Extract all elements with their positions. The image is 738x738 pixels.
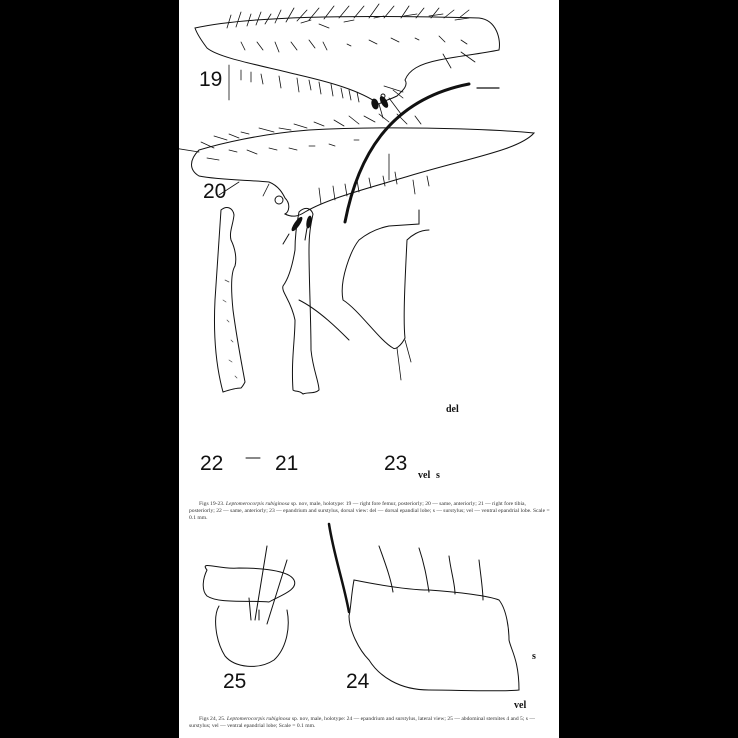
fig23-number: 23 [384,452,408,475]
fig24-number: 24 [346,670,370,693]
fig23-label-del: del [446,404,459,415]
fig25-sternites-drawing [202,545,296,667]
fig23-epandrium-dorsal-drawing [298,82,471,381]
fig23-label-vel: vel [418,470,431,481]
fig22-number: 22 [200,452,224,475]
caption-figs-24-25: Figs 24, 25. Leptomerocorpis rubiginosa … [189,716,535,729]
fig22-tibia-drawing [213,207,261,459]
journal-page: 19 20 22 21 23 25 24 del vel s s vel Fig… [179,0,559,738]
figure-drawings [179,3,536,692]
fig23-label-s: s [436,470,440,481]
fig24-epandrium-lateral-drawing [327,522,520,692]
fig20-number: 20 [203,180,227,203]
fig24-label-s: s [532,651,536,662]
fig20-femur-drawing [179,113,536,245]
fig24-label-vel: vel [514,700,527,711]
fig21-number: 21 [275,452,299,475]
fig19-number: 19 [199,68,223,91]
caption-figs-19-23: Figs 19-23. Leptomerocorpis rubiginosa s… [189,501,550,521]
fig25-number: 25 [223,670,247,693]
fig21-tibia-drawing [282,207,320,395]
fig19-femur-drawing [194,3,500,119]
